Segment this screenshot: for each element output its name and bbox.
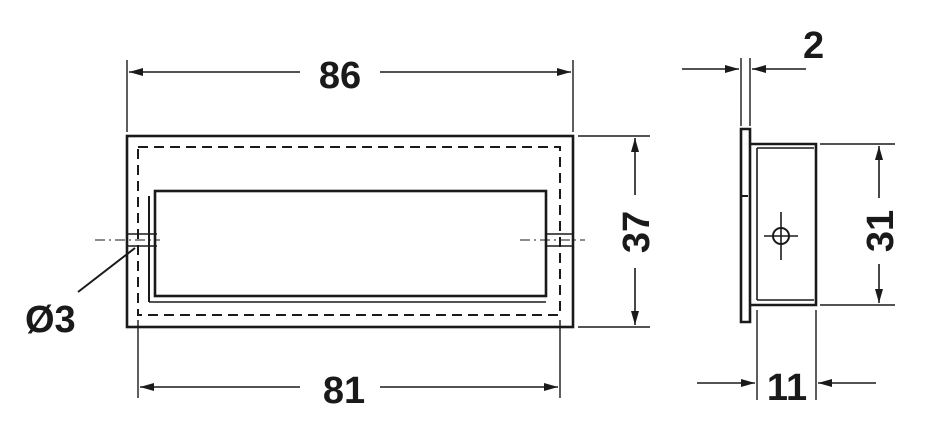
flange-thickness-label: 2 <box>803 25 824 67</box>
dim-side-depth: 11 <box>697 310 876 409</box>
inner-recess <box>153 189 548 298</box>
outer-frame <box>125 134 575 329</box>
dim-flange-thickness: 2 <box>682 25 824 126</box>
side-body <box>750 142 818 307</box>
side-height-label: 31 <box>860 210 902 252</box>
width-inner-label: 81 <box>323 370 365 412</box>
mounting-hole-left <box>95 233 160 247</box>
height-overall-label: 37 <box>616 211 658 253</box>
side-flange <box>739 127 752 324</box>
width-overall-label: 86 <box>319 55 361 97</box>
side-screw-hole <box>764 212 798 260</box>
hole-diameter-label: Ø3 <box>25 299 76 341</box>
side-view: 2 31 11 <box>682 25 902 409</box>
mounting-hole-right <box>520 233 585 247</box>
dim-width-inner: 81 <box>137 320 561 412</box>
hidden-contour <box>137 146 561 316</box>
dim-side-height: 31 <box>820 143 902 306</box>
front-view: Ø3 86 81 37 <box>25 55 658 412</box>
side-flange-step <box>740 180 748 197</box>
dim-width-overall: 86 <box>126 55 574 132</box>
side-depth-label: 11 <box>767 367 807 409</box>
hole-leader-line <box>77 247 136 293</box>
dim-height-overall: 37 <box>578 135 658 328</box>
